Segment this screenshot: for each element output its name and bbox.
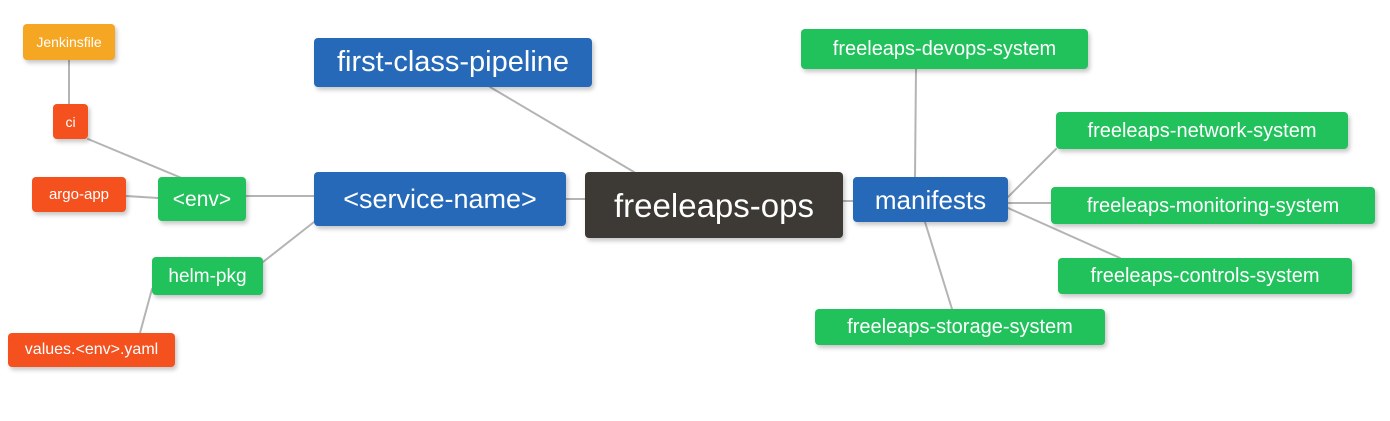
node-freeleaps-storage-system[interactable]: freeleaps-storage-system <box>815 309 1105 345</box>
node-label-helm-pkg: helm-pkg <box>168 265 247 287</box>
node-label-jenkinsfile: Jenkinsfile <box>36 34 102 50</box>
node-service-name[interactable]: <service-name> <box>314 172 566 226</box>
node-argo-app[interactable]: argo-app <box>32 177 126 212</box>
node-jenkinsfile[interactable]: Jenkinsfile <box>23 24 115 60</box>
node-label-ci: ci <box>65 113 76 130</box>
node-label-freeleaps-controls-system: freeleaps-controls-system <box>1090 265 1320 287</box>
node-label-env: <env> <box>172 187 232 211</box>
node-label-first-class-pipeline: first-class-pipeline <box>336 46 570 78</box>
node-label-service-name: <service-name> <box>343 183 537 214</box>
node-label-freeleaps-ops: freeleaps-ops <box>614 186 814 224</box>
node-label-manifests: manifests <box>874 184 987 215</box>
node-freeleaps-devops-system[interactable]: freeleaps-devops-system <box>801 29 1088 69</box>
node-label-freeleaps-monitoring-system: freeleaps-monitoring-system <box>1086 194 1340 217</box>
edge-manifests-network <box>1007 148 1057 198</box>
node-ci[interactable]: ci <box>53 104 88 139</box>
node-label-freeleaps-storage-system: freeleaps-storage-system <box>847 316 1073 338</box>
edge-manifests-devops <box>914 68 917 178</box>
node-freeleaps-network-system[interactable]: freeleaps-network-system <box>1056 112 1348 149</box>
node-first-class-pipeline[interactable]: first-class-pipeline <box>314 38 592 87</box>
edge-manifests-storage <box>924 221 953 310</box>
node-label-argo-app: argo-app <box>48 186 110 203</box>
node-freeleaps-controls-system[interactable]: freeleaps-controls-system <box>1058 258 1352 294</box>
edge-argoapp-env <box>125 195 159 199</box>
node-freeleaps-ops[interactable]: freeleaps-ops <box>585 172 843 238</box>
node-freeleaps-monitoring-system[interactable]: freeleaps-monitoring-system <box>1051 187 1375 224</box>
node-label-values-yaml: values.<env>.yaml <box>24 341 159 358</box>
node-label-freeleaps-network-system: freeleaps-network-system <box>1087 119 1317 142</box>
edge-helmpkg-values <box>139 288 153 334</box>
edge-servicename-helmpkg <box>262 221 315 263</box>
node-manifests[interactable]: manifests <box>853 177 1008 222</box>
node-label-freeleaps-devops-system: freeleaps-devops-system <box>832 38 1057 60</box>
node-helm-pkg[interactable]: helm-pkg <box>152 257 263 295</box>
node-env[interactable]: <env> <box>158 177 246 221</box>
edge-firstclass-ops <box>489 86 635 173</box>
node-values-yaml[interactable]: values.<env>.yaml <box>8 333 175 367</box>
